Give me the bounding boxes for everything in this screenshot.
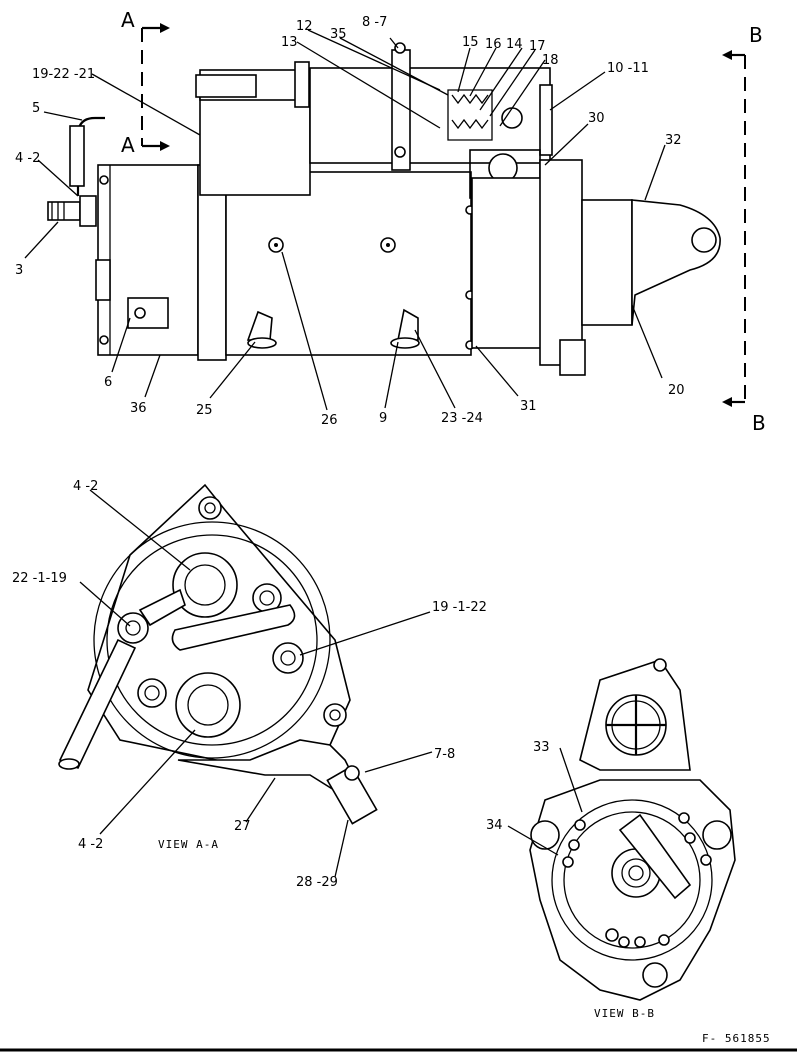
solenoid-end-cap: [539, 84, 553, 156]
terminal-nut-bottom: [175, 672, 241, 738]
mounting-flange: [539, 159, 583, 366]
callout-18: 18: [542, 53, 559, 68]
callout-25: 25: [196, 403, 213, 418]
strap-terminal: [326, 765, 378, 825]
callout-12: 12: [296, 19, 313, 34]
view-b-b-callouts: 33 34 VIEW B-B: [486, 740, 655, 1020]
callout-15: 15: [462, 35, 479, 50]
callout-16: 16: [485, 37, 502, 52]
callout-35: 35: [330, 27, 347, 42]
callout-33: 33: [533, 740, 550, 755]
section-b-bottom-marker: B: [752, 411, 766, 435]
callout-26: 26: [321, 413, 338, 428]
callout-3: 3: [15, 263, 23, 278]
callout-22-1-19: 22 -1-19: [12, 571, 67, 586]
side-view-callouts: 12 35 8 -7 13 15 16 14 17 18 10 -11 19-2…: [15, 15, 685, 428]
callout-7-8: 7-8: [434, 747, 455, 762]
mount-bolt-top: [198, 496, 222, 520]
callout-4-2-view-a-top: 4 -2: [73, 479, 98, 494]
insulated-stud-right: [272, 642, 304, 674]
small-stud-b: [137, 678, 167, 708]
solenoid-base: [199, 94, 311, 196]
callout-10-11: 10 -11: [607, 61, 649, 76]
callout-30: 30: [588, 111, 605, 126]
cable-sleeve: [69, 125, 85, 187]
section-a-bottom-marker: A: [121, 133, 135, 157]
callout-5: 5: [32, 101, 40, 116]
callout-4-2-side: 4 -2: [15, 151, 40, 166]
drive-nose-housing: [581, 199, 633, 326]
view-a-a-leaders: [79, 489, 433, 878]
callout-4-2-view-a-bottom: 4 -2: [78, 837, 103, 852]
view-b-b-leaders: [507, 747, 583, 856]
strap-terminal-nut: [344, 765, 360, 781]
nose-bolt-hole: [691, 227, 717, 253]
view-a-a: [58, 483, 378, 825]
drive-housing-flange: [471, 177, 543, 349]
side-view: A A B B: [47, 8, 766, 435]
callout-31: 31: [520, 399, 537, 414]
frame-ring: [197, 164, 227, 361]
callout-8-7: 8 -7: [362, 15, 387, 30]
callout-17: 17: [529, 39, 546, 54]
drive-nose-bracket: [631, 199, 721, 326]
view-a-a-label: VIEW A-A: [158, 838, 219, 851]
terminal-stud: [47, 195, 97, 227]
callout-32: 32: [665, 133, 682, 148]
callout-13: 13: [281, 35, 298, 50]
callout-6: 6: [104, 375, 112, 390]
mount-bolt-right: [323, 703, 347, 727]
brush-holder-bracket: [127, 297, 169, 329]
end-housing-ring: [93, 521, 331, 759]
callout-23-24: 23 -24: [441, 411, 483, 426]
callout-36: 36: [130, 401, 147, 416]
drive-housing-ring: [551, 799, 713, 961]
figure-id: F- 561855: [702, 1032, 771, 1045]
side-view-leaders: [24, 29, 666, 411]
callout-27: 27: [234, 819, 251, 834]
callout-19-22-21: 19-22 -21: [32, 67, 95, 82]
connector-strap: [171, 604, 296, 651]
view-b-b: [529, 658, 736, 1001]
insulated-stud-left: [117, 612, 149, 644]
plunger-spring-assembly: [447, 89, 523, 141]
callout-14: 14: [506, 37, 523, 52]
view-b-b-label: VIEW B-B: [594, 1007, 655, 1020]
section-a-top-marker: A: [121, 8, 135, 32]
lead-wire: [58, 638, 137, 770]
terminal-nut-top: [172, 552, 238, 618]
shift-fork: [618, 813, 692, 900]
section-b-top-marker: B: [749, 23, 763, 47]
callout-34: 34: [486, 818, 503, 833]
callout-20: 20: [668, 383, 685, 398]
callout-19-1-22: 19 -1-22: [432, 600, 487, 615]
callout-28-29: 28 -29: [296, 875, 338, 890]
callout-9: 9: [379, 411, 387, 426]
view-a-a-callouts: 4 -2 22 -1-19 19 -1-22 7-8 27 4 -2 28 -2…: [12, 479, 487, 890]
